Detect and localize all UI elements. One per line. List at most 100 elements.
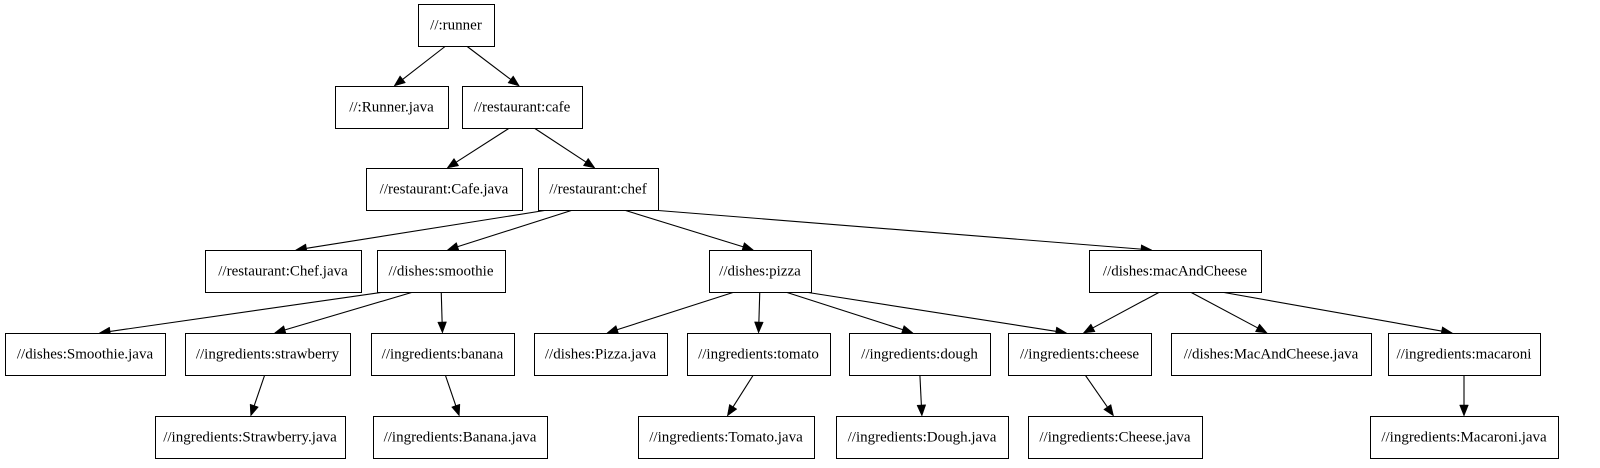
graph-edge: [533, 127, 596, 169]
edge-line: [732, 374, 754, 408]
node-box[interactable]: [377, 250, 506, 293]
node-box[interactable]: [638, 416, 815, 459]
graph-edge: [1221, 291, 1454, 336]
graph-node[interactable]: //ingredients:Macaroni.java: [1370, 416, 1559, 459]
graph-edge: [466, 45, 520, 87]
graph-node[interactable]: //ingredients:macaroni: [1388, 333, 1541, 376]
edge-arrowhead-icon: [582, 157, 596, 169]
node-label: //ingredients:tomato: [698, 346, 819, 362]
graph-node[interactable]: //ingredients:Banana.java: [373, 416, 548, 459]
node-label: //ingredients:macaroni: [1397, 346, 1532, 362]
node-box[interactable]: [1171, 333, 1372, 376]
node-box[interactable]: [371, 333, 515, 376]
graph-node[interactable]: //dishes:Smoothie.java: [5, 333, 166, 376]
graph-node[interactable]: //ingredients:cheese: [1008, 333, 1152, 376]
node-box[interactable]: [709, 250, 812, 293]
graph-node[interactable]: //restaurant:Chef.java: [205, 250, 362, 293]
edge-line: [456, 127, 510, 163]
graph-node[interactable]: //ingredients:Tomato.java: [638, 416, 815, 459]
graph-edge: [623, 209, 755, 252]
edge-line: [617, 291, 735, 331]
graph-node[interactable]: //restaurant:chef: [538, 168, 659, 211]
node-box[interactable]: [538, 168, 659, 211]
node-box[interactable]: [185, 333, 351, 376]
graph-node[interactable]: //ingredients:Dough.java: [836, 416, 1009, 459]
edge-arrowhead-icon: [446, 157, 460, 169]
node-label: //ingredients:strawberry: [196, 346, 340, 362]
edge-line: [1084, 374, 1108, 408]
edge-line: [253, 374, 266, 406]
graph-edge: [446, 209, 574, 252]
graph-node[interactable]: //ingredients:banana: [371, 333, 515, 376]
edge-line: [466, 45, 511, 80]
graph-edge: [393, 45, 447, 87]
graph-node[interactable]: //ingredients:Cheese.java: [1028, 416, 1203, 459]
graph-edge: [446, 127, 510, 169]
node-box[interactable]: [1028, 416, 1203, 459]
graph-node[interactable]: //dishes:MacAndCheese.java: [1171, 333, 1372, 376]
graph-node[interactable]: //dishes:macAndCheese: [1089, 250, 1262, 293]
node-box[interactable]: [1370, 416, 1559, 459]
graph-edge: [294, 209, 548, 253]
edge-line: [1092, 291, 1160, 329]
graph-edge: [1082, 291, 1160, 334]
node-box[interactable]: [462, 86, 583, 129]
node-label: //ingredients:dough: [861, 346, 978, 362]
graph-node[interactable]: //ingredients:dough: [849, 333, 991, 376]
edge-arrowhead-icon: [451, 403, 461, 417]
edge-line: [284, 291, 414, 331]
edge-line: [533, 127, 587, 163]
node-box[interactable]: [418, 4, 495, 47]
node-box[interactable]: [849, 333, 991, 376]
node-label: //ingredients:Tomato.java: [649, 429, 803, 445]
graph-node[interactable]: //ingredients:strawberry: [185, 333, 351, 376]
edge-line: [785, 291, 903, 331]
node-label: //:Runner.java: [349, 99, 434, 115]
edge-arrowhead-icon: [1103, 404, 1114, 417]
node-label: //dishes:Pizza.java: [545, 346, 657, 362]
node-label: //ingredients:cheese: [1020, 346, 1139, 362]
graph-node[interactable]: //restaurant:Cafe.java: [366, 168, 523, 211]
graph-edge: [916, 374, 927, 417]
node-label: //restaurant:chef: [549, 181, 646, 197]
edge-arrowhead-icon: [1254, 323, 1268, 334]
edge-arrowhead-icon: [249, 403, 259, 417]
graph-edge: [1084, 374, 1114, 417]
node-box[interactable]: [1089, 250, 1262, 293]
edge-line: [919, 374, 922, 406]
node-box[interactable]: [5, 333, 166, 376]
node-box[interactable]: [373, 416, 548, 459]
graph-edge: [1459, 375, 1469, 417]
node-box[interactable]: [1008, 333, 1152, 376]
node-label: //dishes:smoothie: [389, 263, 494, 279]
edge-line: [623, 209, 744, 248]
edge-line: [306, 209, 548, 249]
node-box[interactable]: [205, 250, 362, 293]
node-box[interactable]: [155, 416, 346, 459]
edge-line: [402, 45, 447, 80]
graph-node[interactable]: //:runner: [418, 4, 495, 47]
graph-node[interactable]: //ingredients:tomato: [687, 333, 831, 376]
node-label: //dishes:pizza: [719, 263, 801, 279]
edge-arrowhead-icon: [754, 321, 764, 334]
node-box[interactable]: [687, 333, 831, 376]
node-box[interactable]: [366, 168, 523, 211]
edge-line: [457, 209, 574, 248]
edge-arrowhead-icon: [1082, 323, 1096, 334]
graph-node[interactable]: //restaurant:cafe: [462, 86, 583, 129]
edge-line: [440, 291, 443, 323]
edge-arrowhead-icon: [741, 242, 755, 252]
graph-node[interactable]: //dishes:Pizza.java: [534, 333, 668, 376]
graph-node[interactable]: //:Runner.java: [335, 86, 449, 129]
graph-edge: [785, 291, 914, 335]
node-box[interactable]: [335, 86, 449, 129]
graph-node[interactable]: //ingredients:Strawberry.java: [155, 416, 346, 459]
graph-node[interactable]: //dishes:pizza: [709, 250, 812, 293]
node-box[interactable]: [1388, 333, 1541, 376]
graph-node[interactable]: //dishes:smoothie: [377, 250, 506, 293]
graph-edge: [804, 291, 1068, 336]
edge-arrowhead-icon: [1459, 404, 1469, 417]
node-box[interactable]: [836, 416, 1009, 459]
node-box[interactable]: [534, 333, 668, 376]
edge-line: [804, 291, 1056, 332]
